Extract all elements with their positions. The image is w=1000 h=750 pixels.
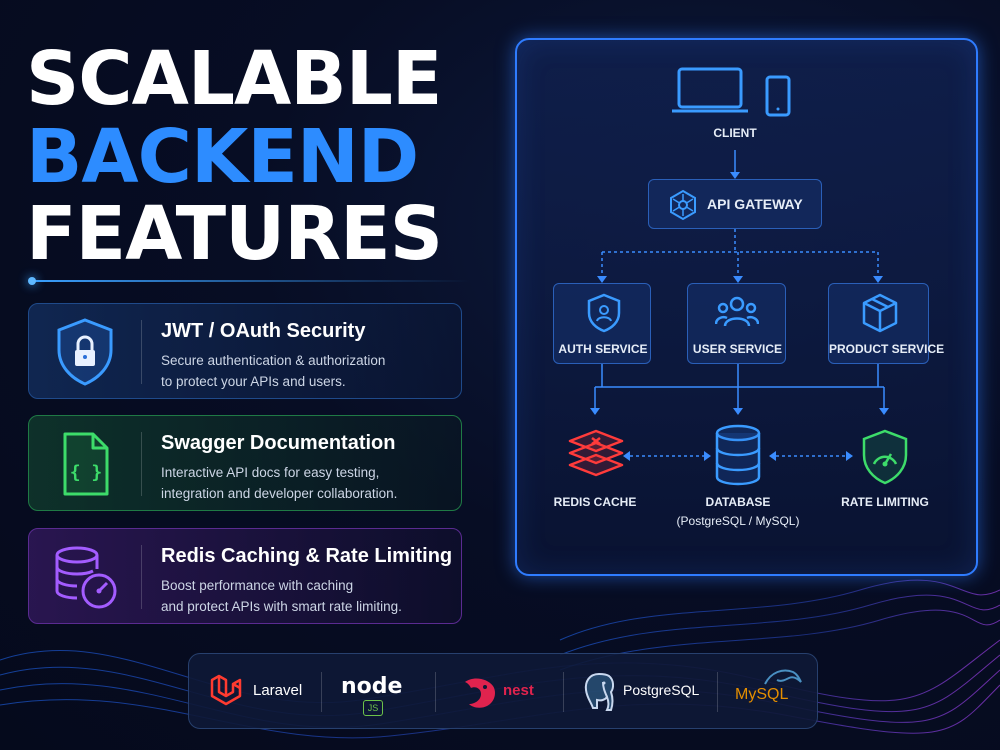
database-label: DATABASE xyxy=(705,495,771,509)
database-icon xyxy=(715,424,761,486)
node-wordmark: node xyxy=(341,674,403,699)
feature-title: Redis Caching & Rate Limiting xyxy=(161,545,453,567)
tech-node: node JS xyxy=(337,654,417,730)
laravel-logo-icon xyxy=(210,674,242,706)
database-gauge-icon xyxy=(55,546,117,609)
feature-description-line: Boost performance with caching xyxy=(161,578,354,593)
tech-label: nest xyxy=(503,682,534,699)
auth-service-node: AUTH SERVICE xyxy=(553,283,651,364)
redis-label: REDIS CACHE xyxy=(553,495,637,509)
feature-divider xyxy=(141,545,142,609)
tech-divider xyxy=(563,672,564,712)
title-line-scalable: SCALABLE xyxy=(26,36,442,122)
tech-laravel: Laravel xyxy=(209,654,329,730)
feature-description: Interactive API docs for easy testing, i… xyxy=(161,462,451,504)
service-label: PRODUCT SERVICE xyxy=(829,342,945,356)
feature-card-redis: Redis Caching & Rate Limiting Boost perf… xyxy=(28,528,462,624)
tech-postgres: PostgreSQL xyxy=(581,654,711,730)
tech-mysql: MySQL xyxy=(733,654,811,730)
shield-lock-icon xyxy=(57,318,113,386)
feature-title: JWT / OAuth Security xyxy=(161,320,366,342)
feature-description-line: to protect your APIs and users. xyxy=(161,374,346,389)
title-line-features: FEATURES xyxy=(26,191,443,277)
feature-description-line: Interactive API docs for easy testing, xyxy=(161,465,380,480)
tech-stack-bar: Laravel node JS nest PostgreSQL MySQL xyxy=(188,653,818,729)
feature-description-line: and protect APIs with smart rate limitin… xyxy=(161,599,402,614)
postgres-elephant-icon xyxy=(584,672,615,711)
product-service-node: PRODUCT SERVICE xyxy=(828,283,945,364)
users-group-icon xyxy=(715,296,759,327)
tech-divider xyxy=(717,672,718,712)
feature-description-line: integration and developer collaboration. xyxy=(161,486,398,501)
feature-title: Swagger Documentation xyxy=(161,432,396,454)
svg-text:{ }: { } xyxy=(70,462,103,483)
feature-description: Boost performance with caching and prote… xyxy=(161,575,451,617)
user-service-node: USER SERVICE xyxy=(687,283,786,364)
tech-divider xyxy=(321,672,322,712)
gateway-label: API GATEWAY xyxy=(707,196,803,212)
database-sublabel: (PostgreSQL / MySQL) xyxy=(676,514,800,528)
feature-divider xyxy=(141,432,142,496)
package-box-icon xyxy=(862,293,898,333)
shield-gauge-icon xyxy=(862,429,908,485)
tech-divider xyxy=(435,672,436,712)
title-underline-dot xyxy=(28,277,36,285)
client-label: CLIENT xyxy=(713,126,757,140)
tech-label: MySQL xyxy=(735,686,788,704)
laptop-icon xyxy=(672,67,748,113)
feature-divider xyxy=(141,320,142,384)
service-label: USER SERVICE xyxy=(692,342,783,356)
api-gateway-node: API GATEWAY xyxy=(648,179,822,229)
gateway-hex-icon xyxy=(670,189,696,221)
mysql-wordmark: MySQL xyxy=(735,686,789,703)
feature-card-swagger: { } Swagger Documentation Interactive AP… xyxy=(28,415,462,511)
nest-logo-icon xyxy=(465,678,495,708)
title-underline xyxy=(30,280,470,282)
redis-stack-icon xyxy=(568,429,624,477)
code-file-icon: { } xyxy=(63,432,109,496)
service-label: AUTH SERVICE xyxy=(558,342,648,356)
shield-user-icon xyxy=(587,293,621,333)
tech-label: Laravel xyxy=(253,682,303,699)
rate-limiting-label: RATE LIMITING xyxy=(841,495,929,509)
tech-label: PostgreSQL xyxy=(623,682,700,698)
feature-description: Secure authentication & authorization to… xyxy=(161,350,451,392)
feature-card-security: JWT / OAuth Security Secure authenticati… xyxy=(28,303,462,399)
mysql-dolphin-icon xyxy=(764,669,802,685)
feature-description-line: Secure authentication & authorization xyxy=(161,353,386,368)
title-line-backend: BACKEND xyxy=(26,114,419,200)
phone-icon xyxy=(765,75,791,117)
tech-nest: nest xyxy=(459,654,569,730)
node-js-badge: JS xyxy=(363,700,383,716)
